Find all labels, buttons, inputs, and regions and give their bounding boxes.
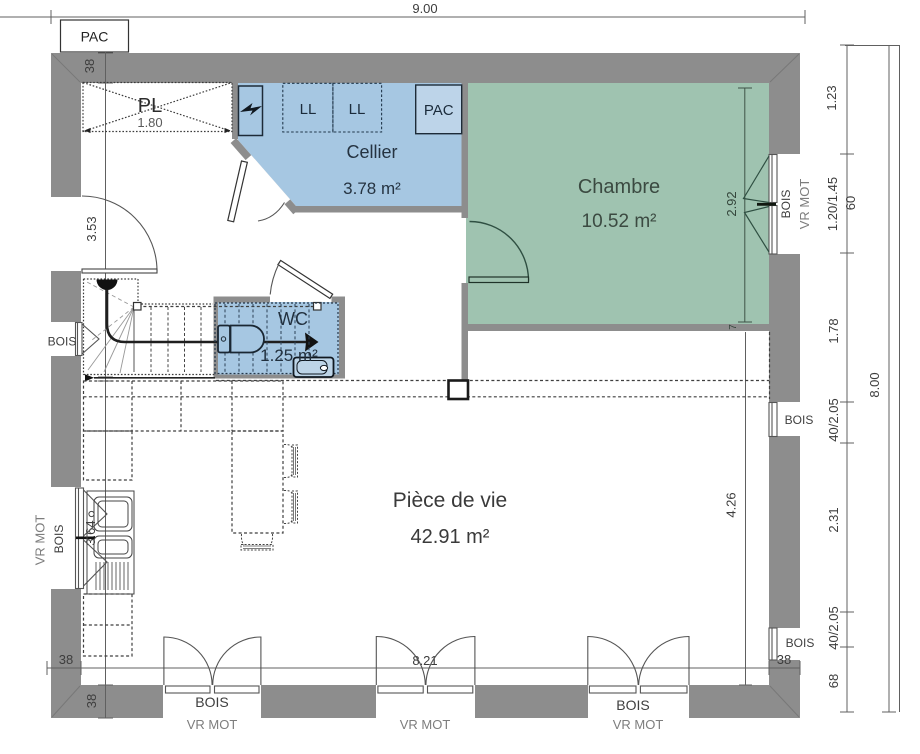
svg-text:1.23: 1.23 — [824, 85, 839, 110]
svg-text:1.25 m²: 1.25 m² — [260, 346, 318, 365]
svg-text:LL: LL — [349, 101, 366, 118]
svg-text:40/2.05: 40/2.05 — [826, 398, 841, 441]
svg-text:9.00: 9.00 — [412, 1, 437, 16]
svg-text:38: 38 — [84, 694, 99, 708]
svg-text:1.80: 1.80 — [137, 115, 162, 130]
svg-text:60: 60 — [843, 196, 858, 210]
svg-text:8.00: 8.00 — [867, 372, 882, 397]
svg-text:BOIS: BOIS — [785, 413, 814, 427]
svg-text:8.21: 8.21 — [412, 653, 437, 668]
svg-text:Cellier: Cellier — [346, 142, 397, 162]
svg-text:LL: LL — [300, 101, 317, 118]
svg-text:Chambre: Chambre — [578, 176, 660, 198]
svg-text:VR MOT: VR MOT — [400, 717, 451, 732]
svg-text:40/2.05: 40/2.05 — [826, 606, 841, 649]
svg-text:BOIS: BOIS — [195, 694, 228, 710]
svg-text:42.91 m²: 42.91 m² — [411, 526, 490, 548]
svg-text:3.53: 3.53 — [84, 216, 99, 241]
svg-text:3.78 m²: 3.78 m² — [343, 179, 401, 198]
svg-text:BOIS: BOIS — [779, 190, 793, 219]
svg-text:BOIS: BOIS — [786, 636, 815, 650]
svg-text:BOIS: BOIS — [52, 525, 66, 554]
svg-text:VR MOT: VR MOT — [797, 179, 812, 230]
svg-text:7: 7 — [728, 324, 739, 330]
svg-text:VR MOT: VR MOT — [187, 717, 238, 732]
svg-text:38: 38 — [777, 652, 791, 667]
svg-text:38: 38 — [59, 652, 73, 667]
svg-text:WC: WC — [278, 309, 308, 329]
svg-text:BOIS: BOIS — [616, 697, 649, 713]
svg-text:68: 68 — [826, 674, 841, 688]
svg-text:2.31: 2.31 — [826, 507, 841, 532]
svg-text:1.20/1.45: 1.20/1.45 — [825, 177, 840, 231]
svg-text:VR MOT: VR MOT — [33, 515, 48, 566]
svg-text:PAC: PAC — [424, 102, 454, 119]
svg-text:10.52 m²: 10.52 m² — [582, 211, 657, 232]
svg-text:4.26: 4.26 — [724, 492, 739, 517]
svg-text:Pièce de vie: Pièce de vie — [393, 489, 507, 512]
svg-text:VR MOT: VR MOT — [613, 717, 664, 732]
svg-text:38: 38 — [82, 59, 97, 73]
svg-text:2.92: 2.92 — [724, 191, 739, 216]
svg-text:1.78: 1.78 — [826, 318, 841, 343]
svg-text:BOIS: BOIS — [48, 335, 77, 349]
svg-text:PL: PL — [138, 95, 162, 117]
svg-text:PAC: PAC — [81, 29, 109, 45]
